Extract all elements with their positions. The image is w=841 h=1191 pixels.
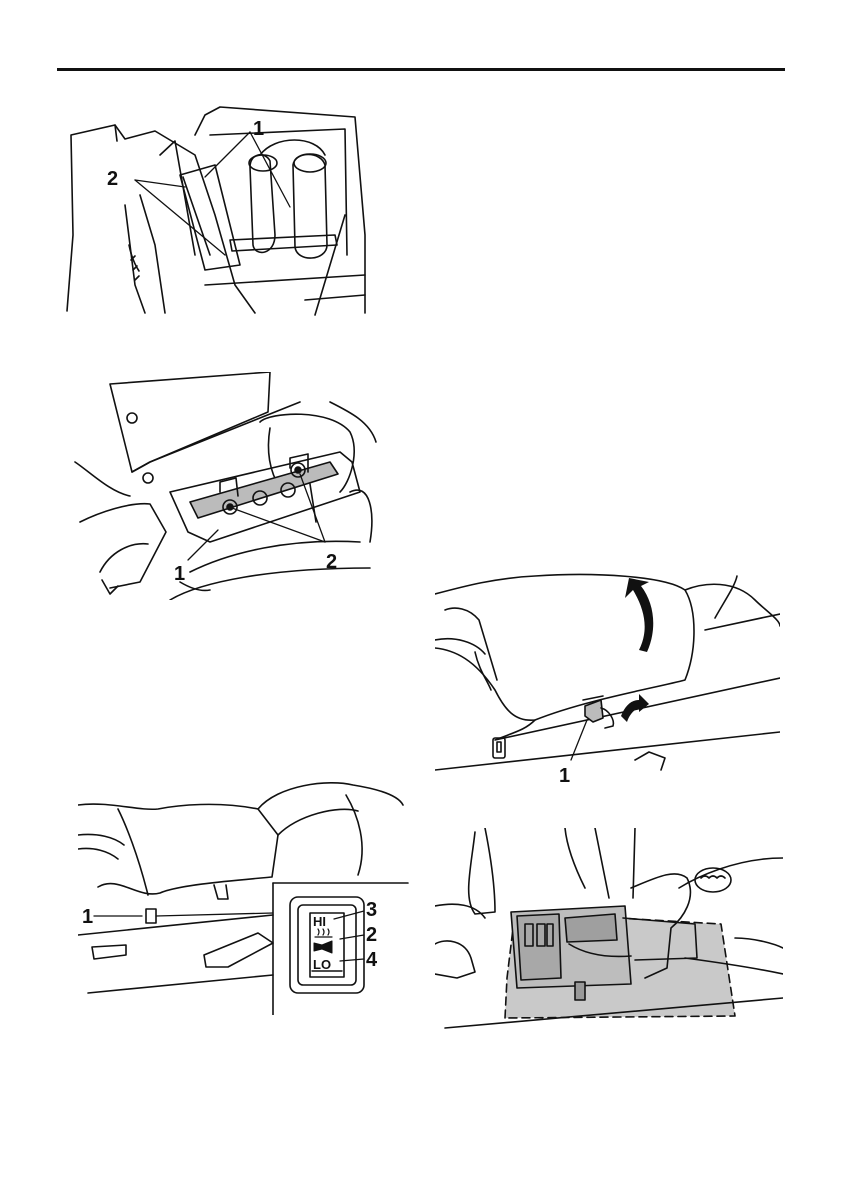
arrow-curved-icon bbox=[625, 578, 653, 652]
switch-panel: HI LO bbox=[290, 897, 364, 993]
storage-illustration bbox=[435, 828, 783, 1028]
heat-icon bbox=[315, 929, 332, 937]
figure-bracket-bolts: 1 2 bbox=[70, 372, 380, 600]
figure-heater-switch: HI LO 1 3 2 4 bbox=[78, 775, 410, 1015]
horn-icon bbox=[314, 941, 332, 953]
callout-1: 1 bbox=[253, 118, 264, 140]
seat-illustration bbox=[78, 783, 408, 1015]
seat-lift-illustration bbox=[435, 575, 780, 770]
reservoir-illustration bbox=[67, 107, 365, 315]
callout-3: 3 bbox=[366, 899, 377, 921]
callout-1: 1 bbox=[82, 906, 93, 928]
callout-2: 2 bbox=[107, 168, 118, 190]
figure-seat-release: 1 bbox=[435, 570, 780, 792]
callout-2: 2 bbox=[366, 924, 377, 946]
callout-1: 1 bbox=[174, 563, 185, 585]
header-rule bbox=[57, 68, 785, 71]
callout-2: 2 bbox=[326, 551, 337, 573]
figure-storage-compartment bbox=[435, 828, 783, 1034]
leader-lines bbox=[135, 132, 290, 255]
figure-reservoir-panel: 1 2 bbox=[65, 95, 385, 317]
switch-lo-label: LO bbox=[313, 957, 331, 972]
callout-1: 1 bbox=[559, 765, 570, 787]
switch-hi-label: HI bbox=[313, 914, 326, 929]
callout-4: 4 bbox=[366, 949, 378, 971]
